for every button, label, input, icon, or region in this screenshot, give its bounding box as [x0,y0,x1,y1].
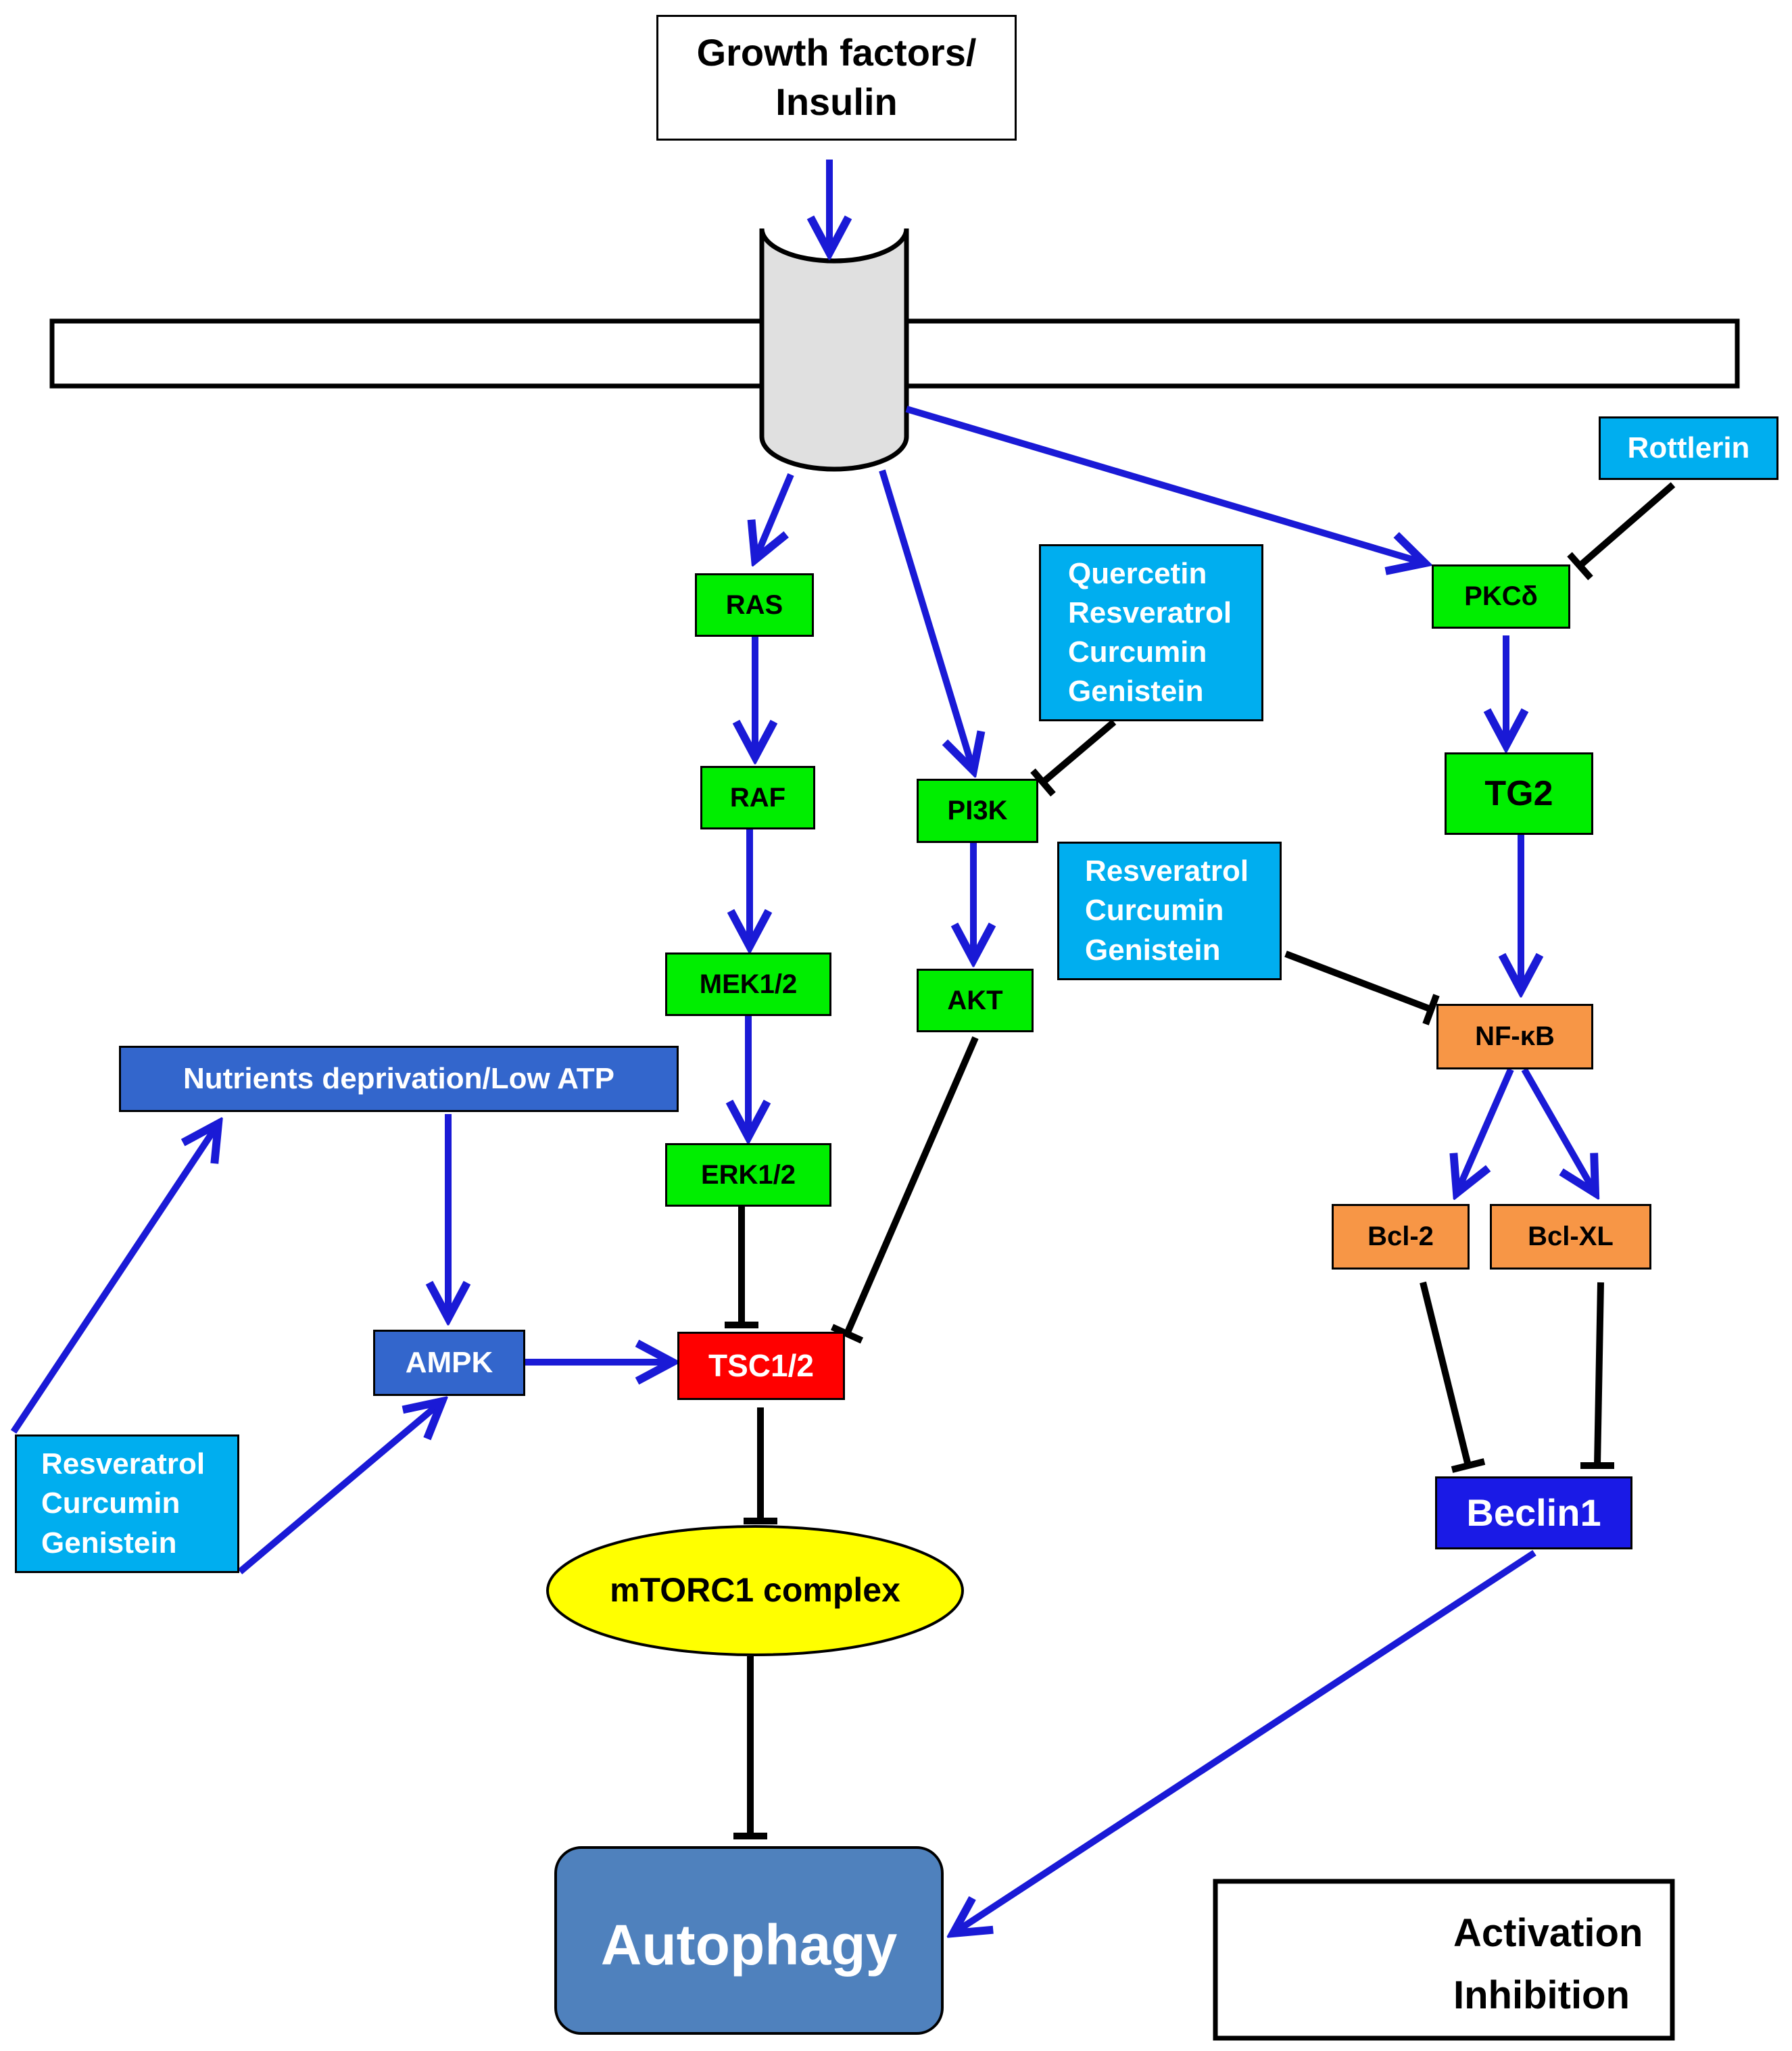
arrow-receptor-to-ras [755,473,794,560]
legend-activation-label: Activation [1453,1911,1643,1955]
erk-box: ERK1/2 [665,1143,831,1207]
compounds-pi3k-box: Quercetin Resveratrol Curcumin Genistein [1039,544,1263,721]
nfkb-box: NF-κB [1436,1004,1593,1069]
arrow-beclin1-to-autophagy [953,1549,1536,1933]
mtorc1-label: mTORC1 complex [610,1571,900,1609]
inhibit-mtorc1-autophagy [733,1656,767,1839]
arrow-compounds-to-ampk [237,1401,442,1574]
autophagy-label: Autophagy [601,1913,898,1977]
inhibit-bcl2-beclin1 [1420,1281,1486,1473]
beclin1-box: Beclin1 [1435,1476,1632,1549]
arrow-nfkb-to-bclxl [1521,1067,1595,1193]
inhibit-rottlerin-pkcd [1567,482,1676,581]
receptor-channel [759,228,909,472]
inhibit-compounds-nfkb [1284,950,1440,1026]
arrow-receptor-to-pi3k [879,469,973,771]
growth-factors-box: Growth factors/ Insulin [656,15,1017,141]
tsc-box: TSC1/2 [677,1332,845,1400]
inhibit-erk-tsc [725,1207,758,1328]
inhibit-tsc-mtorc1 [744,1407,777,1524]
mek-box: MEK1/2 [665,952,831,1016]
mtorc1-ellipse [546,1525,964,1656]
rottlerin-box: Rottlerin [1599,416,1778,480]
pkcd-box: PKCδ [1432,564,1570,629]
pi3k-box: PI3K [917,779,1038,843]
ras-box: RAS [695,573,814,637]
compounds-ampk-box: Resveratrol Curcumin Genistein [15,1434,239,1573]
autophagy-box [554,1846,944,2035]
nutrients-box: Nutrients deprivation/Low ATP [119,1046,679,1112]
inhibit-bclxl-beclin1 [1580,1282,1614,1469]
akt-box: AKT [917,969,1034,1032]
tg2-box: TG2 [1445,752,1593,835]
arrow-nfkb-to-bcl2 [1457,1067,1514,1193]
compounds-nfkb-box: Resveratrol Curcumin Genistein [1057,842,1282,980]
inhibit-compounds-pi3k [1030,719,1117,797]
legend-box [1213,1879,1675,2041]
arrow-receptor-to-pkcd [905,406,1425,563]
arrow-compounds-to-nutrients [10,1124,218,1434]
legend-inhibition-label: Inhibition [1453,1973,1630,2017]
raf-box: RAF [700,766,815,829]
ampk-box: AMPK [373,1330,525,1396]
bclxl-box: Bcl-XL [1490,1204,1651,1270]
bcl2-box: Bcl-2 [1332,1204,1470,1270]
inhibit-akt-tsc [830,1036,979,1344]
